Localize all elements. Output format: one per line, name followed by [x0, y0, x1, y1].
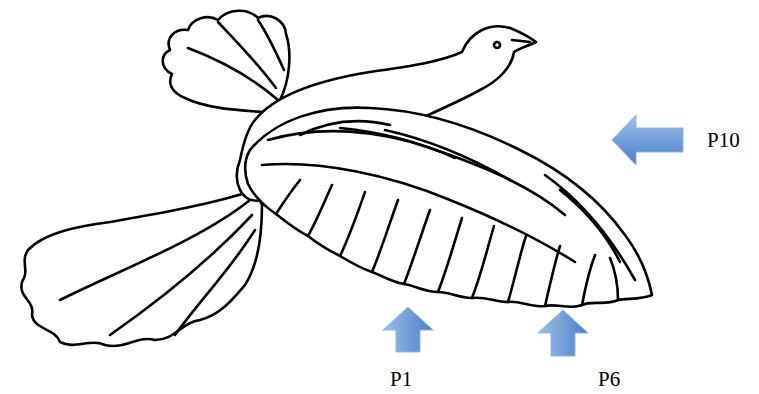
callout-label: P6 — [598, 369, 620, 390]
block-arrow — [538, 310, 588, 356]
block-arrow — [612, 115, 683, 165]
callout-label: P1 — [390, 369, 412, 390]
near-wing — [245, 108, 652, 307]
block-arrow — [383, 307, 433, 352]
tail — [21, 190, 262, 346]
far-wing — [163, 11, 290, 112]
callout-label: P10 — [707, 130, 740, 151]
